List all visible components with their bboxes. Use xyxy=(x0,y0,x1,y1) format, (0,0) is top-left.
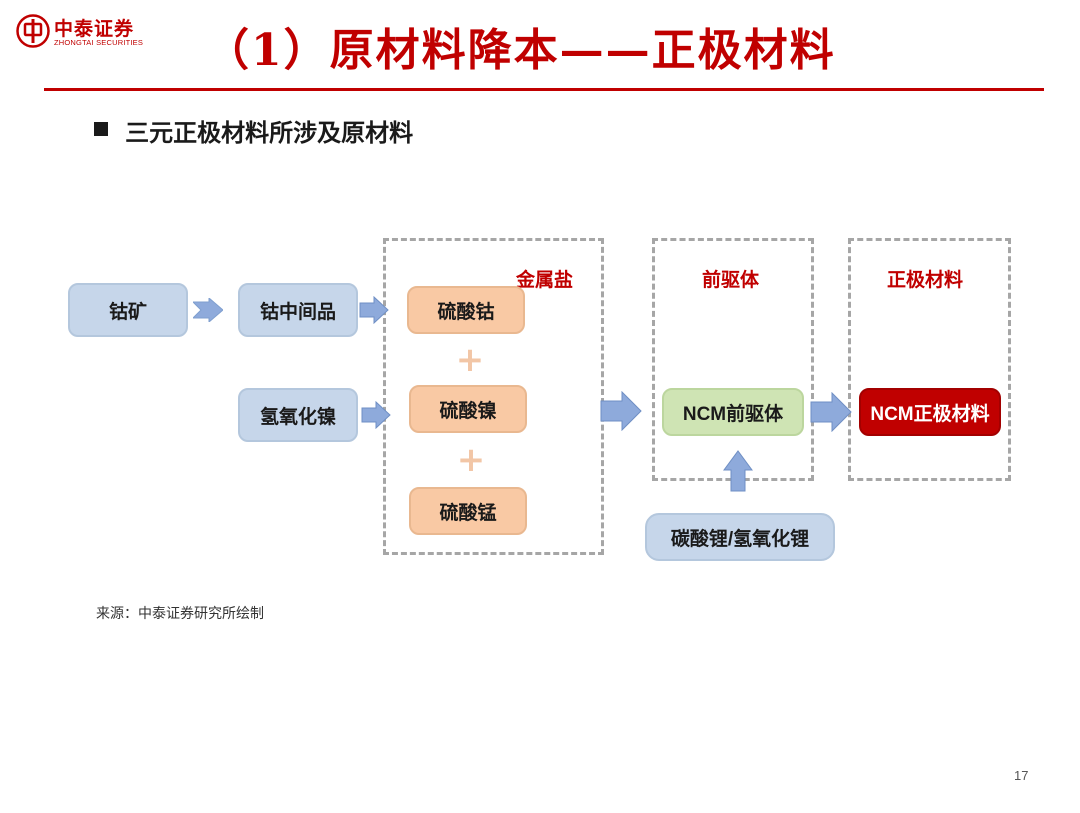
node-nickel-hydroxide-label: 氢氧化镍 xyxy=(259,406,336,428)
subtitle-row: 三元正极材料所涉及原材料 xyxy=(94,113,414,147)
page-number: 17 xyxy=(1014,768,1029,783)
plus-sign-2: + xyxy=(456,440,486,480)
subtitle: 三元正极材料所涉及原材料 xyxy=(125,118,414,147)
group-metal-salts xyxy=(383,238,604,555)
title-divider xyxy=(44,88,1044,91)
arrow-nickel-hydroxide-to-nickel-sulfate-icon xyxy=(361,401,391,429)
node-manganese-sulfate: 硫酸锰 xyxy=(409,487,527,535)
node-ncm-cathode-label: NCM正极材料 xyxy=(870,403,990,425)
group-label-cathode: 正极材料 xyxy=(887,269,964,291)
page-title: （1）原材料降本——正极材料 xyxy=(205,25,836,76)
group-cathode xyxy=(848,238,1011,481)
arrow-salts-to-precursor-icon xyxy=(600,391,642,431)
group-label-precursor: 前驱体 xyxy=(702,269,760,291)
group-label-metal-salts: 金属盐 xyxy=(516,269,574,291)
node-nickel-hydroxide: 氢氧化镍 xyxy=(238,388,358,442)
brand-name-en: ZHONGTAI SECURITIES xyxy=(54,38,144,47)
source-note: 来源：中泰证券研究所绘制 xyxy=(96,606,264,622)
node-ncm-precursor-label: NCM前驱体 xyxy=(682,403,784,425)
arrow-precursor-to-cathode-icon xyxy=(810,392,852,432)
brand-logo-icon xyxy=(16,14,50,48)
node-cobalt-sulfate-label: 硫酸钴 xyxy=(437,301,495,323)
arrow-intermediate-to-cobalt-sulfate-icon xyxy=(359,296,389,324)
node-cobalt-ore: 钴矿 xyxy=(68,283,188,337)
node-cobalt-sulfate: 硫酸钴 xyxy=(407,286,525,334)
node-ncm-precursor: NCM前驱体 xyxy=(662,388,804,436)
node-lithium-source-label: 碳酸锂/氢氧化锂 xyxy=(670,528,810,550)
brand-logo: 中泰证券 ZHONGTAI SECURITIES xyxy=(16,12,156,52)
node-cobalt-ore-label: 钴矿 xyxy=(108,301,147,323)
node-lithium-source: 碳酸锂/氢氧化锂 xyxy=(645,513,835,561)
node-nickel-sulfate: 硫酸镍 xyxy=(409,385,527,433)
node-cobalt-intermediate: 钴中间品 xyxy=(238,283,358,337)
plus-sign-1: + xyxy=(455,340,485,380)
node-manganese-sulfate-label: 硫酸锰 xyxy=(439,502,497,524)
node-ncm-cathode: NCM正极材料 xyxy=(859,388,1001,436)
bullet-square-icon xyxy=(94,122,108,136)
node-nickel-sulfate-label: 硫酸镍 xyxy=(439,400,497,422)
arrow-lithium-to-precursor-icon xyxy=(723,450,753,492)
arrow-ore-to-intermediate-icon xyxy=(193,298,223,322)
brand-name-cn: 中泰证券 xyxy=(54,18,135,40)
node-cobalt-intermediate-label: 钴中间品 xyxy=(259,301,336,323)
